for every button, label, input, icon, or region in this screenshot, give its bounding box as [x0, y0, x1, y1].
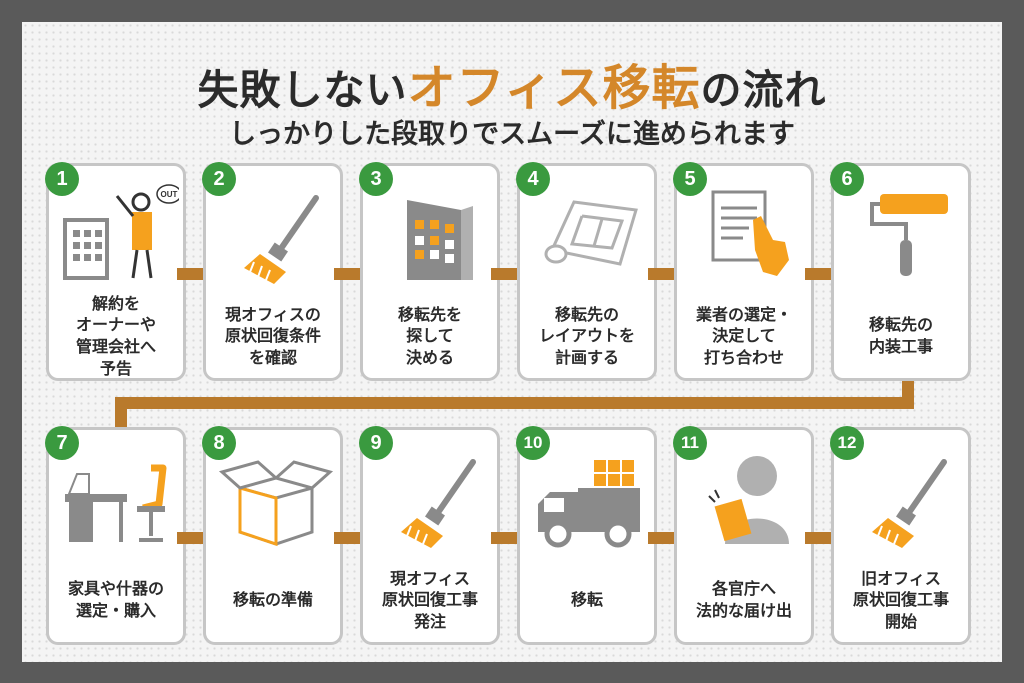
step-number-badge: 3: [359, 162, 393, 196]
step-card-12: 12 旧オフィス 原状回復工事 開始: [830, 426, 971, 645]
step-label: 移転: [570, 590, 603, 610]
building-icon: [373, 180, 493, 288]
document-hand-icon: [687, 180, 807, 288]
desk-chair-icon: [59, 444, 179, 552]
building-person-out-icon: OUT: [59, 180, 182, 288]
step-label: 移転先を 探して 決める: [397, 304, 462, 367]
step-label: 移転先の 内装工事: [868, 315, 933, 356]
step-card-4: 4 移転先の レイアウトを 計画する: [516, 162, 657, 381]
step-label: 現オフィスの 原状回復条件 を確認: [224, 304, 321, 367]
box-icon: [216, 444, 336, 552]
brush-icon: [216, 180, 336, 288]
step-card-6: 6 移転先の 内装工事: [830, 162, 971, 381]
step-card-1: OUT 1 解約を オーナーや 管理会社へ 予告: [45, 162, 186, 381]
title-highlight: オフィス移転: [407, 60, 701, 116]
paint-roller-icon: [844, 180, 964, 288]
title-part2: の流れ: [700, 66, 827, 114]
step-card-3: 3 移転先を 探して 決める: [359, 162, 500, 381]
step-label: 解約を オーナーや 管理会社へ 予告: [75, 293, 156, 378]
step-card-7: 7 家具や什器の 選定・購入: [45, 426, 186, 645]
step-card-10: 10 移転: [516, 426, 657, 645]
step-number-badge: 8: [202, 426, 236, 460]
step-number-badge: 2: [202, 162, 236, 196]
step-card-2: 2 現オフィスの 原状回復条件 を確認: [202, 162, 343, 381]
step-label: 移転先の レイアウトを 計画する: [538, 304, 635, 367]
step-number-badge: 10: [516, 426, 550, 460]
step-card-5: 5 業者の選定・ 決定して 打ち合わせ: [673, 162, 814, 381]
step-card-11: 11 各官庁へ 法的な届け出: [673, 426, 814, 645]
step-number-badge: 12: [830, 426, 864, 460]
step-label: 現オフィス 原状回復工事 発注: [381, 568, 478, 631]
step-card-9: 9 現オフィス 原状回復工事 発注: [359, 426, 500, 645]
person-document-icon: [687, 444, 807, 552]
speech-bubble-text: OUT: [161, 190, 178, 199]
step-number-badge: 7: [45, 426, 79, 460]
floor-plan-icon: [530, 180, 650, 288]
step-number-badge: 11: [673, 426, 707, 460]
title: 失敗しないオフィス移転の流れ: [0, 48, 1024, 118]
step-label: 旧オフィス 原状回復工事 開始: [852, 568, 949, 631]
step-number-badge: 5: [673, 162, 707, 196]
brush-icon: [844, 444, 964, 552]
step-label: 業者の選定・ 決定して 打ち合わせ: [695, 304, 792, 367]
title-part1: 失敗しない: [197, 66, 408, 114]
step-label: 各官庁へ 法的な届け出: [695, 579, 792, 620]
step-label: 家具や什器の 選定・購入: [67, 579, 164, 620]
truck-icon: [530, 444, 650, 552]
step-number-badge: 4: [516, 162, 550, 196]
step-label: 移転の準備: [232, 590, 313, 610]
step-number-badge: 9: [359, 426, 393, 460]
step-number-badge: 6: [830, 162, 864, 196]
step-number-badge: 1: [45, 162, 79, 196]
subtitle: しっかりした段取りでスムーズに進められます: [229, 119, 795, 150]
step-card-8: 8 移転の準備: [202, 426, 343, 645]
brush-icon: [373, 444, 493, 552]
